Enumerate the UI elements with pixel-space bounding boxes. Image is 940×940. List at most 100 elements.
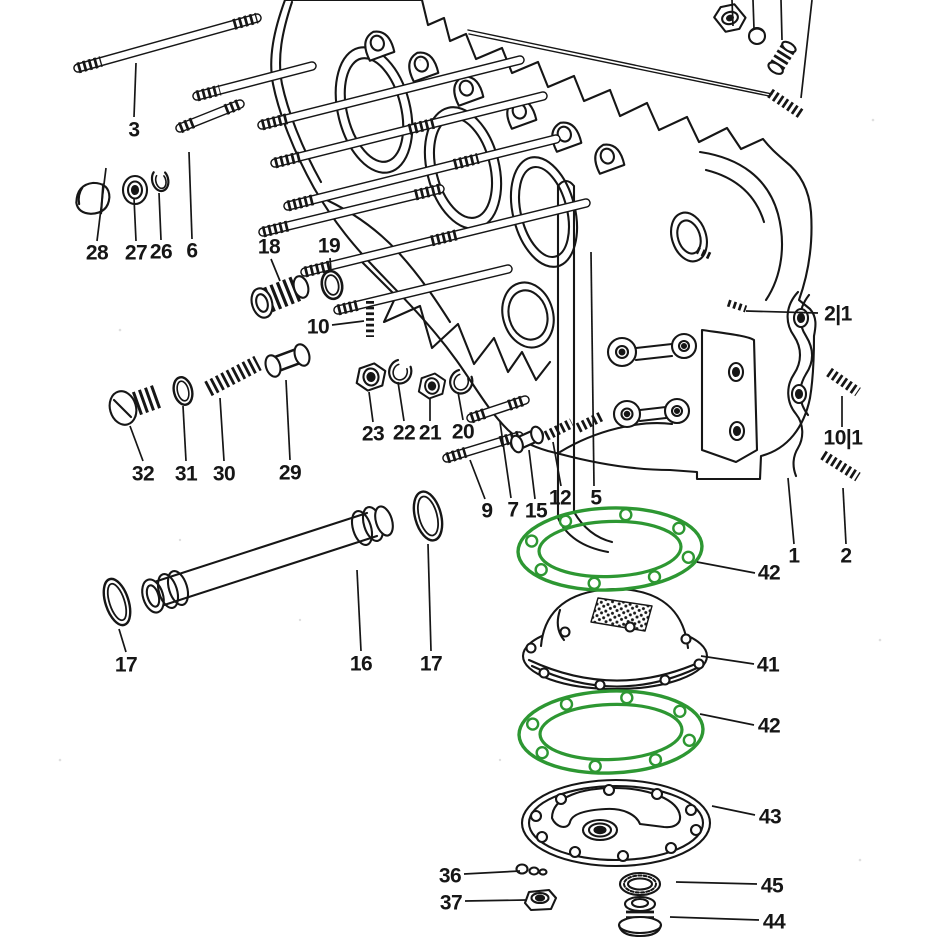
callout-31: 31 (175, 405, 198, 486)
callout-12: 12 (549, 441, 572, 510)
part-number-label: 18 (258, 236, 281, 259)
ring-26 (150, 171, 170, 193)
hex-nut-21 (417, 372, 447, 400)
part-number-label: 44 (763, 911, 786, 934)
callout-7: 7 (499, 421, 519, 522)
part-number-label: 6 (186, 240, 197, 263)
callout-1: 1 (787, 477, 801, 568)
callout-19: 19 (318, 235, 341, 272)
part-number-label: 31 (175, 463, 198, 486)
part-number-label: 27 (125, 242, 147, 265)
screw-plug-32 (108, 384, 163, 426)
washer-27 (121, 174, 149, 206)
part-number-label: 2|1 (824, 303, 853, 326)
part-number-label: 22 (393, 422, 415, 445)
part-number-label: 10 (307, 316, 329, 339)
hex-nut-37 (523, 888, 558, 912)
part-number-label: 21 (419, 422, 442, 445)
callout-28: 28 (86, 167, 109, 265)
callout-37: 37 (440, 892, 527, 915)
part-number-label: 19 (318, 235, 340, 258)
callout-22: 22 (393, 381, 416, 445)
callout-5: 5 (590, 251, 603, 510)
part-number-label: 37 (440, 892, 462, 915)
callout-15: 15 (525, 449, 548, 523)
part-number-label: 23 (362, 423, 384, 446)
callout-9: 9 (469, 459, 493, 523)
callout-10: 10 (307, 316, 365, 339)
spacer-sleeve-15 (510, 425, 544, 454)
part-number-label: 1 (788, 545, 800, 568)
hex-plug-top-right (713, 3, 747, 33)
part-number-label: 9 (481, 500, 492, 523)
callout-2: 2 (840, 487, 852, 568)
cotter-pin-36 (515, 863, 548, 876)
o-ring-17-left (102, 577, 132, 627)
callout-44: 44 (669, 911, 786, 934)
callout-29: 29 (279, 379, 302, 485)
part-number-label: 36 (439, 865, 461, 888)
o-ring-19 (320, 269, 344, 301)
callout-17: 17 (115, 628, 138, 677)
callout-30: 30 (213, 397, 236, 486)
callout-3: 3 (128, 62, 140, 142)
part-number-label: 17 (420, 653, 442, 676)
lock-washer-22 (388, 358, 413, 385)
callout-20: 20 (452, 391, 475, 444)
part-number-label: 2 (840, 545, 851, 568)
part-number-label: 45 (761, 875, 784, 898)
callout-41: 41 (700, 654, 780, 677)
lock-washer-20 (449, 368, 474, 395)
threaded-fitting-top-right (767, 40, 797, 75)
edge-leader-line (731, 0, 734, 27)
edge-leader-line (752, 0, 755, 30)
oil-strainer-41 (521, 587, 709, 691)
part-number-label: 20 (452, 421, 474, 444)
callout-10-1: 10|1 (824, 396, 864, 450)
o-ring-17-right (412, 490, 444, 542)
mount-bracket-right (786, 290, 814, 478)
part-number-label: 41 (757, 654, 780, 677)
callout-17: 17 (420, 543, 443, 676)
case-bosses (606, 328, 759, 464)
part-number-label: 32 (132, 463, 154, 486)
studs-and-bolts (73, 12, 861, 482)
part-number-label: 43 (759, 806, 781, 829)
callout-18: 18 (258, 236, 281, 282)
sump-plate-43 (520, 778, 712, 868)
callout-26: 26 (150, 192, 173, 264)
callout-27: 27 (125, 197, 148, 265)
drain-plug-44 (617, 895, 663, 938)
part-number-label: 26 (150, 241, 172, 264)
part-number-label: 10|1 (824, 427, 864, 450)
paper-noise (58, 58, 882, 862)
ball-nut-top-right (747, 26, 767, 46)
callout-43: 43 (711, 805, 782, 829)
screw-plug-18 (250, 275, 310, 319)
callout-2-1: 2|1 (745, 303, 853, 326)
callout-23: 23 (362, 391, 385, 446)
part-number-label: 28 (86, 242, 109, 265)
case-rib-fins (354, 254, 552, 382)
edge-leader-line (800, 0, 813, 99)
callout-36: 36 (439, 865, 521, 888)
part-number-label: 17 (115, 654, 137, 677)
callout-32: 32 (129, 425, 155, 486)
callout-21: 21 (419, 398, 442, 445)
callout-42: 42 (699, 713, 781, 738)
callout-16: 16 (350, 569, 373, 676)
part-number-label: 30 (213, 463, 235, 486)
bell-contour (698, 150, 784, 302)
part-number-label: 42 (758, 715, 780, 738)
hex-nut-23 (355, 362, 387, 392)
callout-42: 42 (696, 561, 781, 585)
part-number-label: 15 (525, 500, 548, 523)
part-number-label: 7 (507, 499, 518, 522)
spring-30 (204, 355, 262, 397)
part-number-label: 29 (279, 462, 301, 485)
part-number-label: 3 (128, 119, 139, 142)
seal-ring-45 (618, 871, 662, 897)
